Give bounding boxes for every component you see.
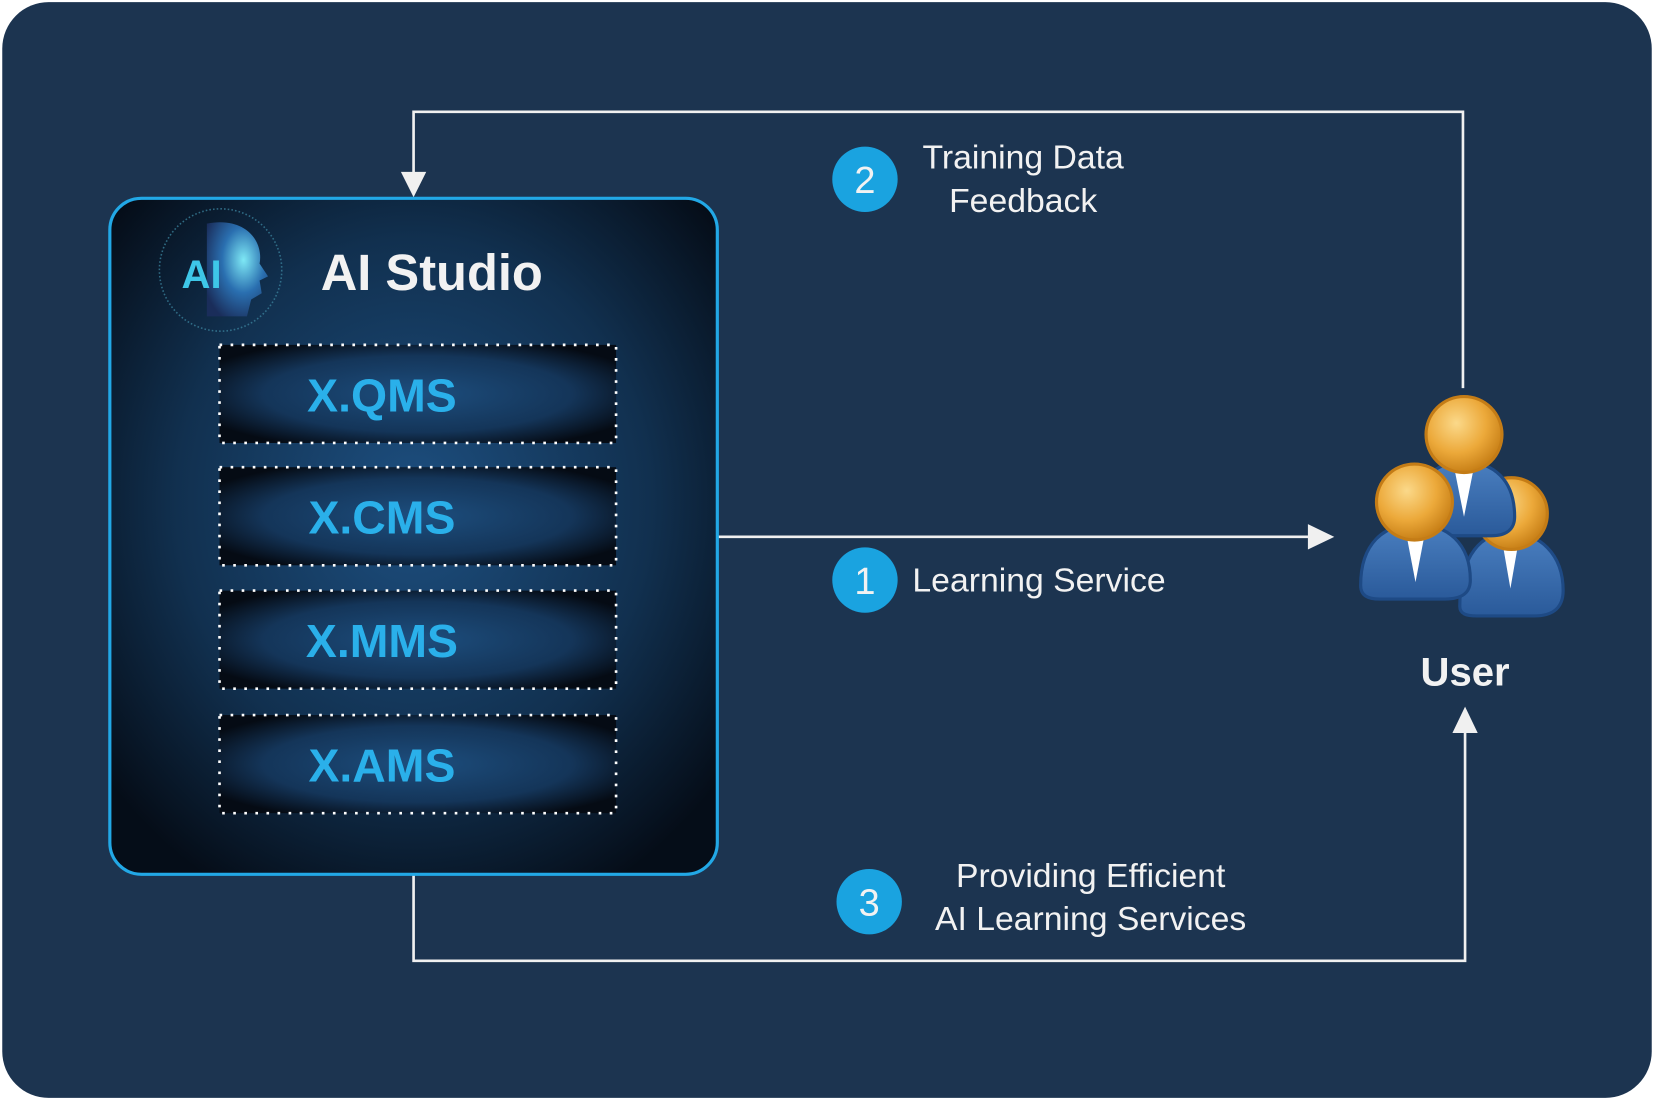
step-label-line: Feedback [949,182,1097,220]
step-label-line: Training Data [923,139,1124,177]
ai-studio-logo: AI [158,208,283,332]
module-x-cms[interactable]: X.CMS [218,465,618,567]
module-x-ams[interactable]: X.AMS [218,713,618,815]
user-group-icon[interactable] [1359,394,1565,618]
step-2-training-data-feedback: 2 Training Data Feedback [832,139,1124,220]
step-number: 3 [859,882,880,924]
logo-ring [158,208,283,332]
feedback-arrowhead [400,171,427,198]
user-label: User [1421,651,1510,695]
module-x-qms[interactable]: X.QMS [218,343,618,445]
step-number: 1 [854,561,875,603]
module-label: X.QMS [307,369,457,421]
step-badge [832,146,898,212]
delivery-arrowhead [1452,706,1478,733]
step-label-line: Providing Efficient [956,857,1226,895]
module-x-mms[interactable]: X.MMS [218,589,618,691]
step-label-line: AI Learning Services [935,900,1246,938]
step-badge [832,547,898,613]
step-badge [836,869,902,935]
ai-studio-title: AI Studio [321,244,543,301]
ai-studio-panel[interactable]: AI AI Studio X.QMS X.CMS X.MMS X.AMS [108,196,719,876]
module-label: X.AMS [308,739,455,791]
step-number: 2 [854,160,875,202]
learning-service-arrowhead [1307,524,1335,550]
user-person-icon [1359,462,1472,601]
module-label: X.MMS [306,615,458,667]
head-silhouette-icon [206,222,269,317]
delivery-connector [412,727,1467,963]
step-1-learning-service: 1 Learning Service [832,547,1166,613]
step-label-line: Learning Service [912,562,1165,600]
step-3-efficient-ai-learning: 3 Providing Efficient AI Learning Servic… [836,857,1246,938]
logo-text: AI [182,253,222,297]
feedback-connector [412,110,1465,389]
module-label: X.CMS [308,492,455,544]
